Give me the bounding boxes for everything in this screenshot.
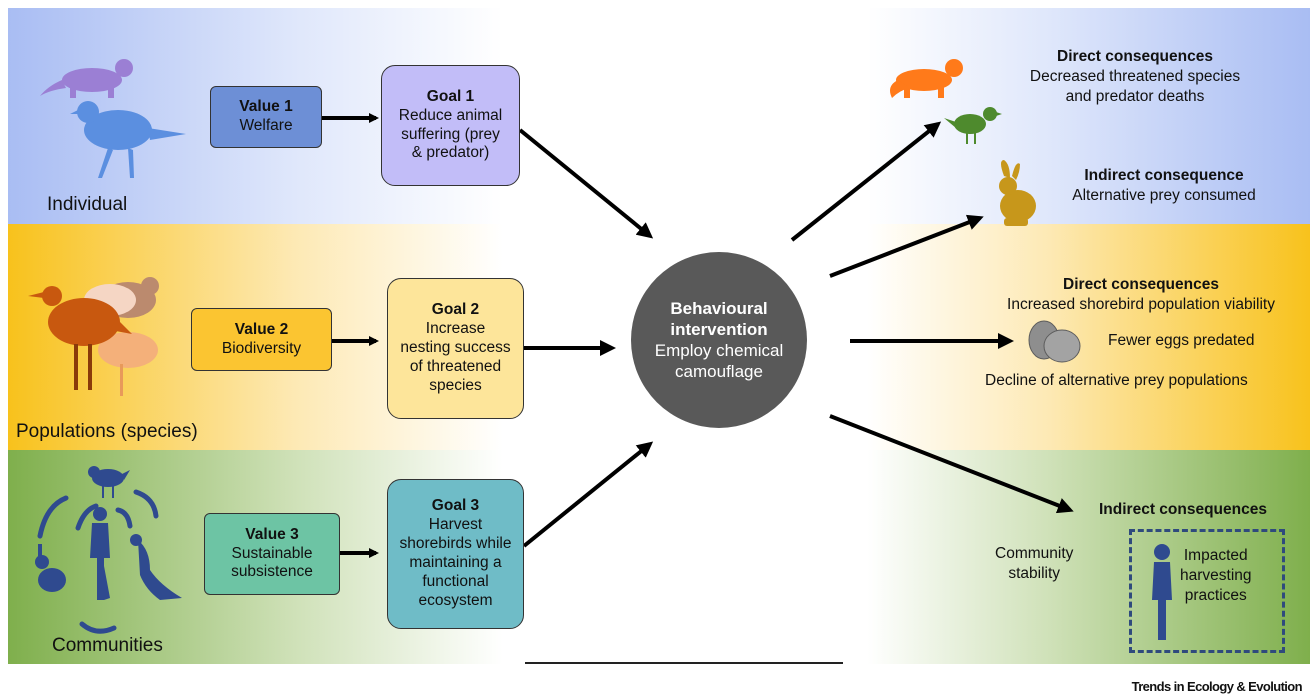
- rabbit-icon: [35, 544, 66, 592]
- indirect-consequences-2: Indirect consequences: [1086, 500, 1280, 520]
- footer-rule: [525, 662, 843, 664]
- arrow-goal1-intervention: [518, 128, 654, 239]
- goal-2-box: Goal 2 Increase nesting success of threa…: [387, 278, 524, 419]
- goal-2-title: Goal 2: [431, 301, 480, 319]
- arrow-to-indirect2: [829, 414, 1074, 514]
- indirect-consequences-2-heading: Indirect consequences: [1099, 501, 1267, 518]
- goal-1-text: Reduce animal suffering (prey & predator…: [398, 106, 503, 162]
- ferret-icon: [40, 59, 133, 98]
- intervention-circle: Behavioural intervention Employ chemical…: [631, 252, 807, 428]
- direct-consequences-2: Direct consequences Increased shorebird …: [978, 275, 1304, 315]
- value-1-text: Welfare: [239, 117, 293, 134]
- direct-consequences-1-text: Decreased threatened species and predato…: [1029, 68, 1241, 106]
- value-2-title: Value 2: [234, 320, 289, 338]
- indirect-consequence-1: Indirect consequence Alternative prey co…: [1052, 166, 1276, 206]
- indirect-consequence-1-text: Alternative prey consumed: [1072, 187, 1256, 205]
- orange-ferret-icon: [890, 59, 963, 98]
- plover-icon: [70, 101, 186, 178]
- goal-3-text: Harvest shorebirds while maintaining a f…: [399, 516, 512, 609]
- human-icon: [90, 507, 110, 600]
- value-3-box: Value 3 Sustainable subsistence: [204, 513, 340, 595]
- egg-icon: [1028, 320, 1081, 363]
- mink-icon: [130, 534, 182, 600]
- level-individual: Individual: [47, 194, 128, 215]
- goal-3-box: Goal 3 Harvest shorebirds while maintain…: [387, 479, 524, 629]
- direct-consequences-1-heading: Direct consequences: [1057, 48, 1213, 65]
- value-1-title: Value 1: [239, 98, 293, 116]
- level-communities: Communities: [52, 635, 163, 656]
- goal-1-box: Goal 1 Reduce animal suffering (prey & p…: [381, 65, 520, 186]
- cycle-arrow-icon: [37, 489, 159, 634]
- value-1-box: Value 1 Welfare: [210, 86, 322, 148]
- intervention-title: Behavioural intervention: [670, 298, 768, 339]
- level-populations: Populations (species): [16, 421, 198, 442]
- goal-2-text: Increase nesting success of threatened s…: [400, 320, 511, 394]
- value-3-text: Sustainable subsistence: [231, 544, 313, 581]
- decline-text: Decline of alternative prey populations: [985, 372, 1248, 389]
- direct-consequences-2-heading: Direct consequences: [1063, 276, 1219, 293]
- intervention-text: Employ chemical camouflage: [654, 341, 784, 382]
- arrow-goal3-intervention: [522, 441, 654, 548]
- gold-rabbit-icon: [999, 160, 1036, 226]
- community-stability-text: Community stability: [995, 545, 1074, 583]
- direct-consequences-1: Direct consequences Decreased threatened…: [1000, 47, 1270, 107]
- arrow-to-indirect1: [829, 214, 984, 278]
- impacted-harvesting-box: [1129, 529, 1285, 653]
- journal-name: Trends in Ecology & Evolution: [1131, 679, 1303, 694]
- goal-3-title: Goal 3: [431, 497, 480, 515]
- green-bird-icon: [944, 107, 1002, 144]
- arrow-to-direct1: [790, 121, 942, 242]
- goal-1-title: Goal 1: [426, 87, 475, 105]
- value-2-text: Biodiversity: [221, 339, 302, 357]
- shorebird-group-icon: [28, 277, 159, 396]
- value-3-title: Value 3: [245, 525, 299, 543]
- value-2-box: Value 2 Biodiversity: [191, 308, 332, 371]
- cycle-plover-icon: [88, 466, 130, 498]
- impacted-harvesting-text: Impacted harvesting practices: [1180, 547, 1252, 605]
- direct-consequences-2-text: Increased shorebird population viability: [1007, 296, 1275, 314]
- fewer-eggs-text: Fewer eggs predated: [1108, 332, 1255, 349]
- impacted-human-icon: [1152, 544, 1172, 640]
- indirect-consequence-1-heading: Indirect consequence: [1084, 167, 1244, 184]
